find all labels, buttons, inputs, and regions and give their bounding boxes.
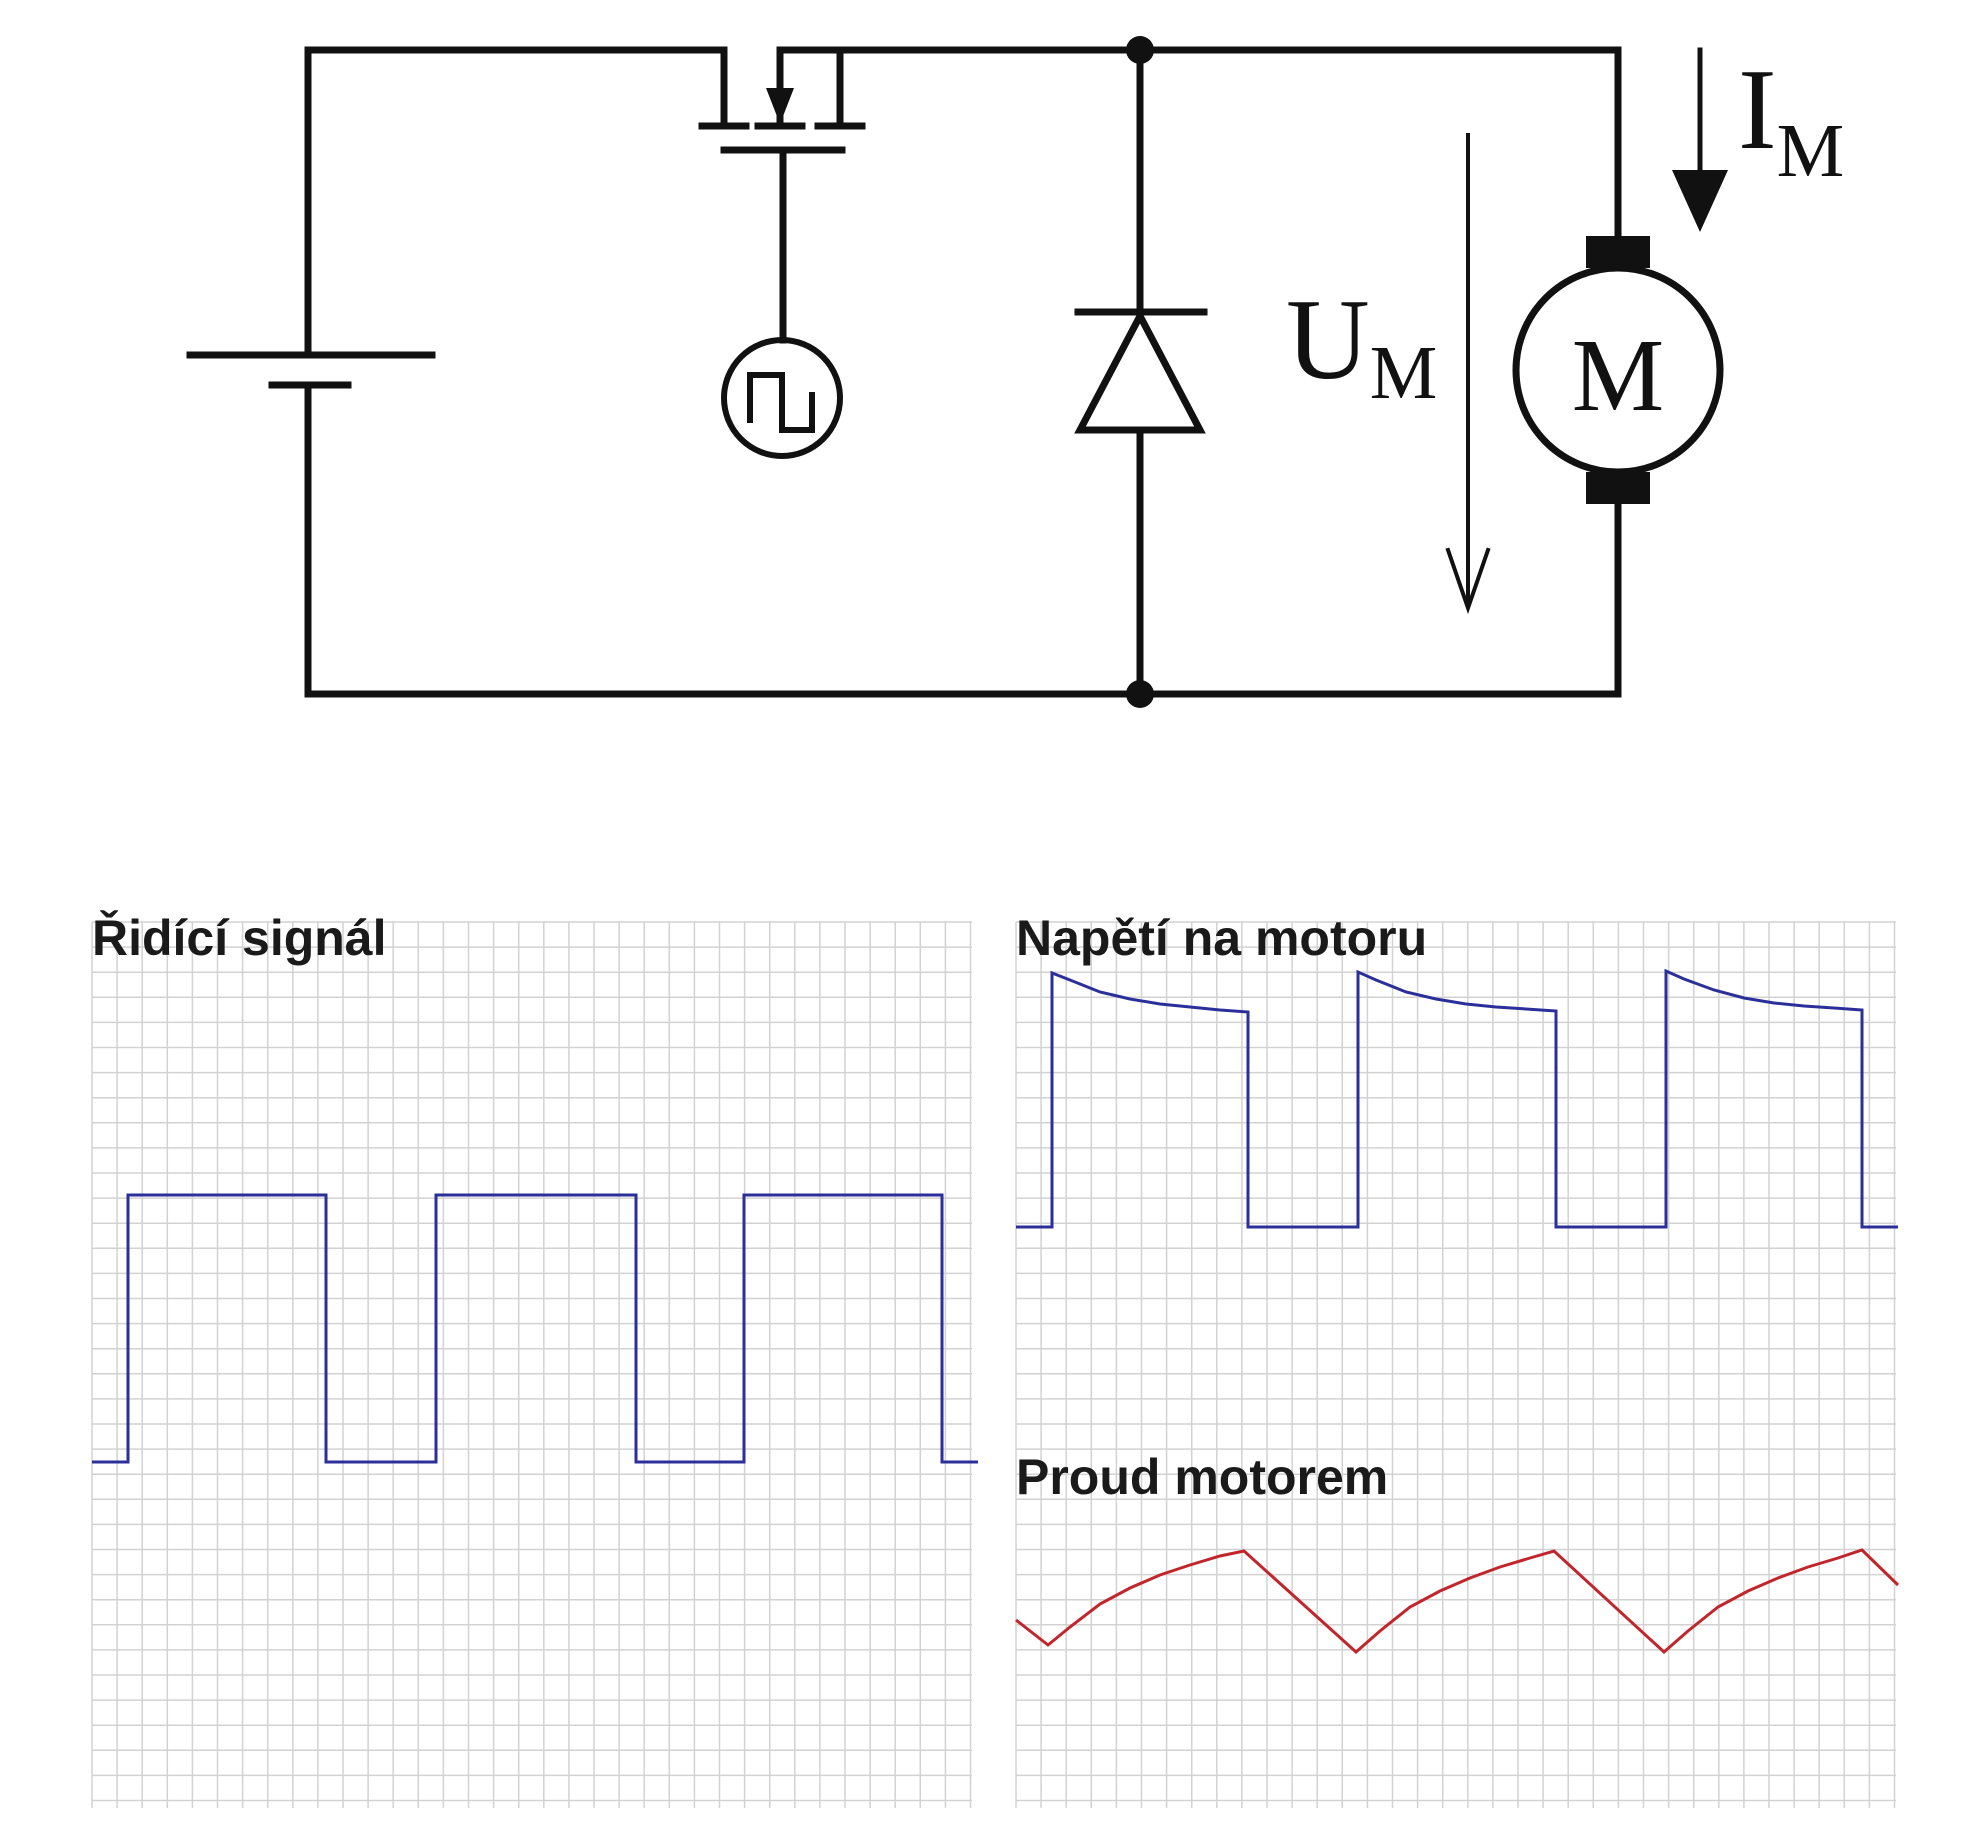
wire-left-top xyxy=(304,46,728,359)
arrow-down-icon xyxy=(1672,47,1728,232)
current-label-sub: M xyxy=(1777,109,1845,193)
grid-control-signal xyxy=(91,921,972,1808)
control-signal-waveform xyxy=(92,1193,978,1464)
current-plot-title: Proud motorem xyxy=(1016,1449,1388,1505)
circuit-schematic xyxy=(186,36,1728,708)
control-signal-title: Řidící signál xyxy=(92,910,387,966)
current-label: IM xyxy=(1738,46,1844,193)
voltage-arrow-icon xyxy=(1445,133,1491,615)
battery-icon xyxy=(186,351,436,389)
junction-bottom xyxy=(1126,680,1154,708)
voltage-label-main: U xyxy=(1286,276,1370,404)
wire-top-right xyxy=(776,46,1622,244)
voltage-label-sub: M xyxy=(1370,331,1438,415)
motor-letter: M xyxy=(1572,318,1664,433)
motor-icon xyxy=(1512,236,1724,504)
current-label-main: I xyxy=(1738,46,1777,174)
voltage-plot-title: Napětí na motoru xyxy=(1016,910,1427,966)
square-wave-generator-icon xyxy=(721,337,843,459)
motor-voltage-waveform xyxy=(1016,968,1898,1229)
motor-current-waveform xyxy=(1015,1548,1900,1655)
diode-icon xyxy=(1074,308,1208,434)
mosfet-icon xyxy=(698,46,866,344)
wire-left-bottom xyxy=(304,381,1622,698)
junction-top xyxy=(1126,36,1154,64)
grid-motor-plots xyxy=(1015,921,1896,1808)
voltage-label: UM xyxy=(1286,276,1437,415)
